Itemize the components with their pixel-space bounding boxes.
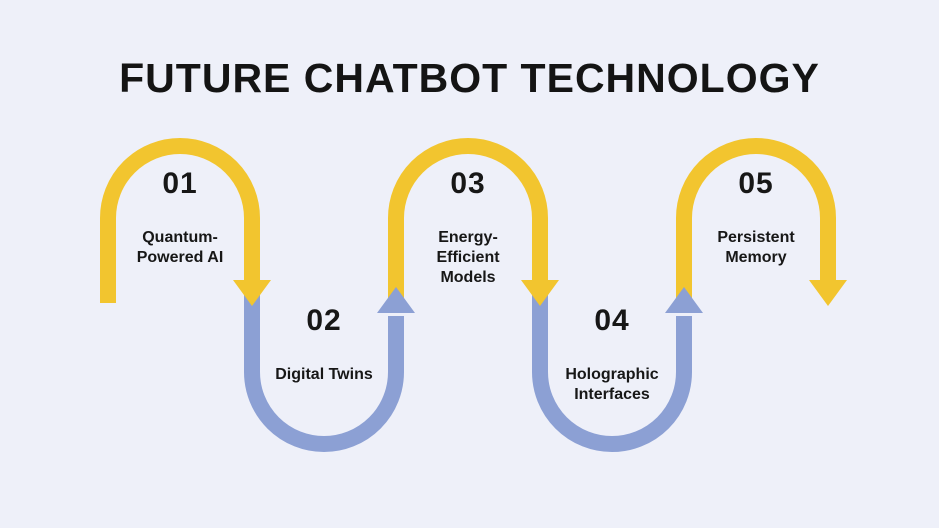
step-03-number: 03 [450,167,486,200]
arc-01-path [100,138,260,303]
arrow-02-up-icon [377,287,415,313]
step-04-number: 04 [594,304,630,337]
step-01-label: Quantum- Powered AI [136,229,224,266]
step-02-label: Digital Twins [275,366,373,383]
step-02-number: 02 [306,304,342,337]
step-01-number: 01 [162,167,198,200]
step-04-label: Holographic Interfaces [565,366,659,403]
page-title: FUTURE CHATBOT TECHNOLOGY [119,55,820,101]
step-05-label: Persistent Memory [717,229,795,266]
arrow-01-down-icon [233,280,271,306]
step-03-label: Energy- Efficient Models [436,229,500,286]
arc-03-path [388,138,548,303]
arc-04-path [532,288,692,452]
arrow-05-down-icon [809,280,847,306]
arc-02-path [244,288,404,452]
arc-05-path [676,138,836,303]
step-05-number: 05 [738,167,774,200]
arrow-04-up-icon [665,287,703,313]
arrow-03-down-icon [521,280,559,306]
